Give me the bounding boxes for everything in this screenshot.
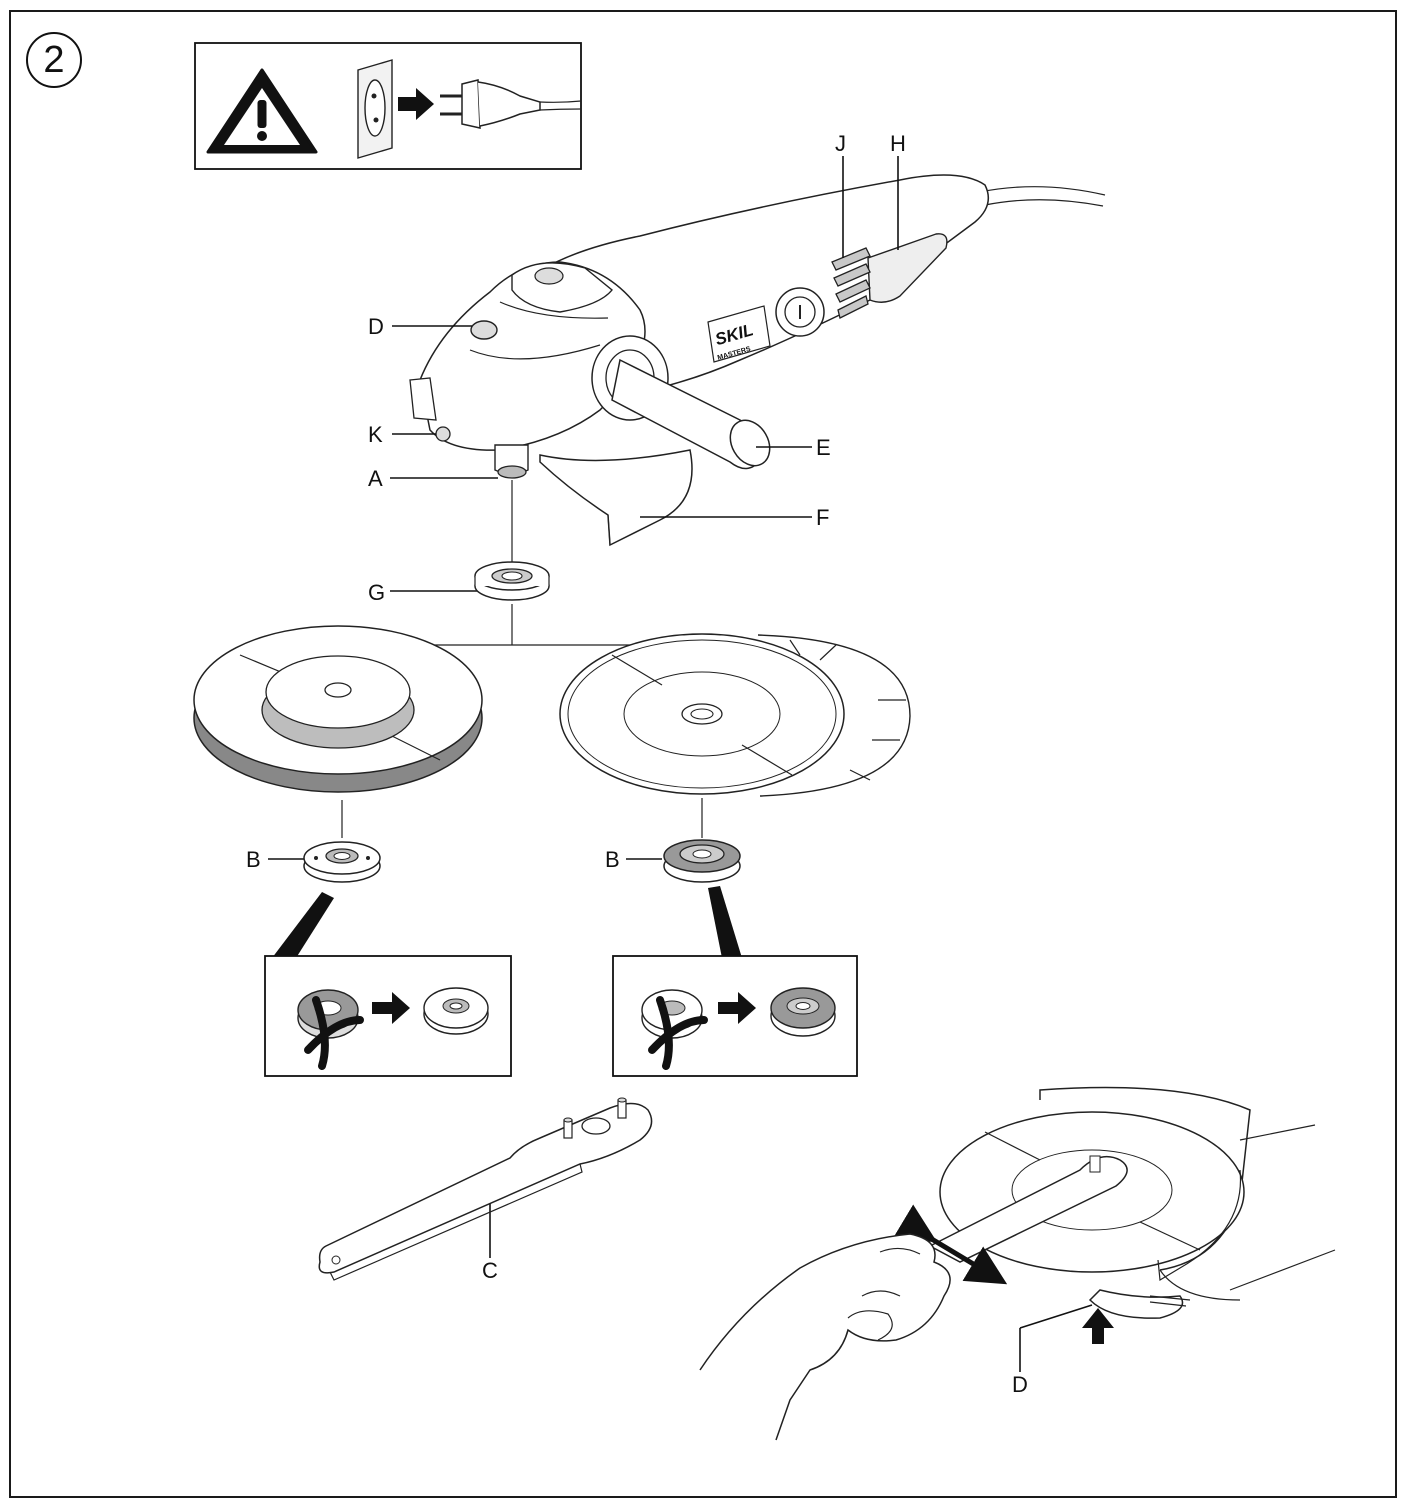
warning-unplug-box: [194, 42, 582, 170]
angle-grinder: SKIL MASTERS: [409, 174, 1106, 547]
flange-b-right: [663, 839, 741, 883]
switch-j: [831, 247, 871, 319]
arrow-right-icon: [398, 88, 434, 120]
label-j: J: [835, 131, 846, 156]
label-b-right: B: [605, 847, 620, 872]
arrow-right-icon: [718, 992, 756, 1024]
wall-socket-icon: [357, 59, 393, 159]
callout-box-left: [264, 955, 512, 1077]
part-labels: D K A G E F J H B B C D: [246, 131, 1028, 1397]
flange-b-left: [303, 841, 381, 883]
label-b-left: B: [246, 847, 261, 872]
spanner-c: [318, 1097, 653, 1281]
callout-pointer-left: [272, 892, 334, 958]
figure-number: 2: [26, 32, 82, 88]
label-a: A: [368, 466, 383, 491]
rear-handle-opening: [867, 233, 948, 303]
arrow-up-icon: [1082, 1308, 1114, 1344]
label-d-bottom: D: [1012, 1372, 1028, 1397]
cutting-discs: [559, 633, 911, 797]
flange-g: [474, 561, 550, 601]
cross-icon: [304, 996, 364, 1070]
label-c: C: [482, 1258, 498, 1283]
top-vent: [534, 267, 564, 285]
wheel-guard: [539, 449, 693, 547]
grinding-disc: [193, 625, 483, 793]
spanner-usage-illustration: [699, 1086, 1336, 1441]
brand-logo: SKIL MASTERS: [707, 305, 771, 363]
side-handle: [591, 335, 771, 470]
label-e: E: [816, 435, 831, 460]
cross-icon: [648, 996, 708, 1070]
warning-triangle-icon: [206, 68, 318, 154]
arrow-right-icon: [372, 992, 410, 1024]
power-dial: [775, 287, 825, 337]
callout-pointer-right: [708, 886, 742, 958]
callout-box-right: [612, 955, 858, 1077]
guard-screw-k: [435, 426, 451, 442]
label-k: K: [368, 422, 383, 447]
label-h: H: [890, 131, 906, 156]
unplug-icon: [440, 79, 582, 129]
label-d: D: [368, 314, 384, 339]
figure-frame: [9, 10, 1397, 1498]
label-f: F: [816, 505, 829, 530]
hand: [699, 1233, 951, 1441]
spindle-lock-button: [470, 320, 498, 340]
label-g: G: [368, 580, 385, 605]
